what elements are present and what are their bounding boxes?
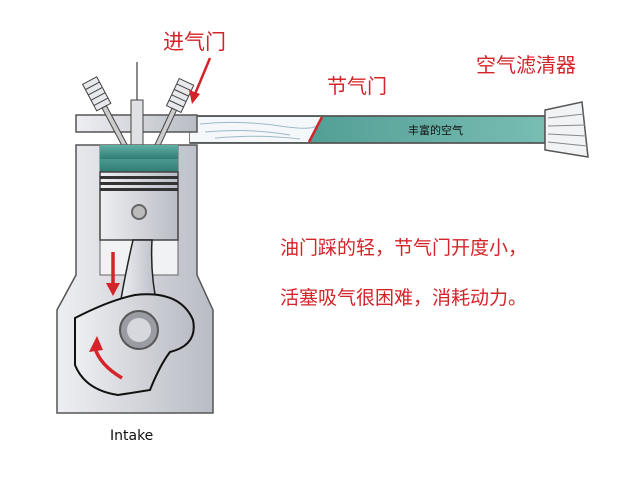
rich-air-label: 丰富的空气 (408, 124, 463, 137)
caption-intake: Intake (110, 428, 154, 444)
air-filter (544, 101, 589, 158)
description-line-2: 活塞吸气很困难，消耗动力。 (280, 287, 528, 309)
intake-valve-pointer-arrow (189, 57, 212, 104)
throttle-plate (307, 116, 324, 143)
intake-valve-label: 进气门 (163, 30, 226, 54)
valves (81, 62, 195, 157)
piston-down-arrow (106, 252, 120, 296)
description-line-1: 油门踩的轻，节气门开度小， (280, 237, 528, 259)
rotation-arrow (89, 336, 123, 380)
piston (99, 171, 179, 241)
intake-pipe (189, 115, 546, 144)
throttle-label: 节气门 (327, 74, 387, 98)
air-filter-label: 空气滤清器 (476, 53, 576, 77)
